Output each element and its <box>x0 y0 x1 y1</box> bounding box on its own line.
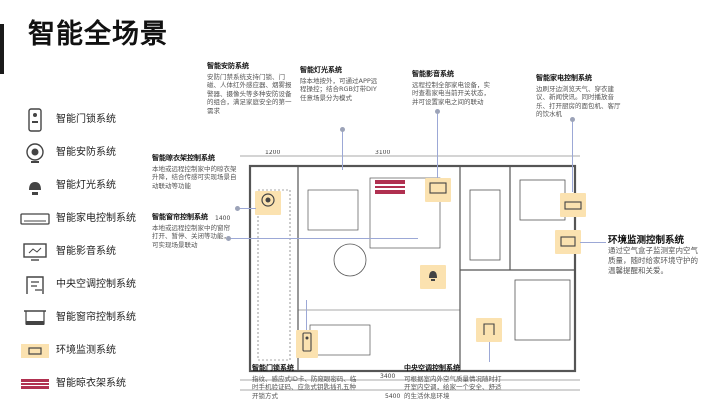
air-conditioner-icon <box>564 196 582 215</box>
clothes-rack-system-desc: 智能晾衣架控制系统 本地或远程控制家中的晾衣架升降，结合传感可实现场景自动联动等… <box>152 154 238 190</box>
clothes-rack-system-text: 本地或远程控制家中的晾衣架升降，结合传感可实现场景自动联动等功能 <box>152 164 237 190</box>
av-system-text: 远程控制全部家电设备，实时查看家电当前开关状态，并可设置家电之间的联动 <box>412 80 490 106</box>
legend-label: 智能灯光系统 <box>56 180 116 191</box>
marker-central-ac <box>476 318 502 342</box>
connector-dot <box>235 206 240 211</box>
environment-system-text: 通过空气盒子监测室内空气质量，随时给家环境守护的温馨提醒和关爱。 <box>608 246 698 275</box>
connector-line <box>306 300 307 330</box>
legend-label: 智能家电控制系统 <box>56 213 136 224</box>
connector-line <box>489 342 490 362</box>
central-ac-system-desc: 中央空调控制系统 可根据室内外空气质量情况随时打开室内空调，给家一个安全、舒适的… <box>404 364 504 400</box>
door-lock-system-title: 智能门锁系统 <box>252 364 294 372</box>
title-accent-bar <box>0 24 4 74</box>
floor-plan: 1200 3100 1400 3400 5400 <box>215 150 580 400</box>
connector-dot <box>570 117 575 122</box>
legend-label: 智能门锁系统 <box>56 114 116 125</box>
connector-line <box>580 242 606 243</box>
legend-label: 智能安防系统 <box>56 147 116 158</box>
legend-label: 环境监测系统 <box>56 345 116 356</box>
marker-appliance <box>560 193 586 217</box>
legend-item-appliance: 智能家电控制系统 <box>18 202 158 235</box>
legend-item-lighting: 智能灯光系统 <box>18 169 158 202</box>
connector-line <box>437 112 438 178</box>
marker-tv <box>425 178 451 202</box>
lighting-system-text: 除本地按外，可通过APP远程操控；结合RGB灯带DIY任意场景分为模式 <box>300 76 378 102</box>
page-title: 智能全场景 <box>28 19 168 50</box>
tv-icon <box>18 238 52 266</box>
av-system-title: 智能影音系统 <box>412 70 454 78</box>
legend-label: 智能影音系统 <box>56 246 116 257</box>
door-lock-system-desc: 智能门锁系统 指纹、感应式ID卡、防窥眼密码、临时手机验证码、应急式钥匙插孔五种… <box>252 364 362 400</box>
light-bulb-icon <box>426 266 440 288</box>
legend-item-central-ac: 中央空调控制系统 <box>18 268 158 301</box>
clothes-rack-system-title: 智能晾衣架控制系统 <box>152 154 215 162</box>
tv-icon <box>560 233 576 252</box>
central-ac-icon <box>18 271 52 299</box>
appliance-system-text: 边刷牙边浏览天气、穿衣建议、新闻快讯。同时播放音乐、打开厨房的面包机、客厅的饮水… <box>536 84 621 119</box>
connector-dot <box>435 109 440 114</box>
security-system-text: 安防门禁系统支持门锁、门磁、人体红外感应器、烟雾报警器、摄像头等多种安防设备的组… <box>207 72 292 115</box>
appliance-system-desc: 智能家电控制系统 边刷牙边浏览天气、穿衣建议、新闻快讯。同时播放音乐、打开厨房的… <box>536 74 622 119</box>
dim-top-mid: 3100 <box>375 150 390 156</box>
legend-label: 智能窗帘控制系统 <box>56 312 136 323</box>
clothes-rack-marker <box>375 180 405 184</box>
central-ac-system-title: 中央空调控制系统 <box>404 364 460 372</box>
curtain-system-text: 本地或远程控制家中的窗帘打开、暂停、关闭等功能，可实现场景联动 <box>152 223 230 249</box>
marker-camera <box>255 191 281 215</box>
security-system-desc: 智能安防系统 安防门禁系统支持门锁、门磁、人体红外感应器、烟雾报警器、摄像头等多… <box>207 62 295 116</box>
legend-item-curtain: 智能窗帘控制系统 <box>18 301 158 334</box>
system-legend: 智能门锁系统 智能安防系统 智能灯光系统 智能家电控制系统 智能影音系统 中央空… <box>18 103 158 400</box>
marker-environment <box>555 230 581 254</box>
legend-item-door-lock: 智能门锁系统 <box>18 103 158 136</box>
connector-dot <box>226 236 231 241</box>
dim-top-left: 1200 <box>265 150 280 156</box>
central-ac-system-text: 可根据室内外空气质量情况随时打开室内空调，给家一个安全、舒适的生活休息环境 <box>404 374 502 400</box>
lighting-system-title: 智能灯光系统 <box>300 66 342 74</box>
connector-line <box>572 120 573 192</box>
legend-item-environment: 环境监测系统 <box>18 334 158 367</box>
central-ac-icon <box>482 321 496 340</box>
legend-item-security: 智能安防系统 <box>18 136 158 169</box>
security-camera-icon <box>260 192 276 214</box>
curtain-system-title: 智能窗帘控制系统 <box>152 213 208 221</box>
legend-item-clothes-rack: 智能晾衣架系统 <box>18 367 158 400</box>
connector-line <box>238 208 256 209</box>
marker-door-lock <box>296 330 318 358</box>
curtain-icon <box>18 304 52 332</box>
lighting-system-desc: 智能灯光系统 除本地按外，可通过APP远程操控；结合RGB灯带DIY任意场景分为… <box>300 66 382 102</box>
air-conditioner-icon <box>18 205 52 233</box>
environment-monitor-icon <box>18 337 52 365</box>
door-lock-icon <box>18 106 52 134</box>
connector-line <box>342 130 343 170</box>
security-system-title: 智能安防系统 <box>207 62 249 70</box>
connector-dot <box>340 127 345 132</box>
door-lock-icon <box>302 332 312 356</box>
dim-left: 1400 <box>215 215 230 222</box>
connector-line <box>228 238 418 239</box>
security-camera-icon <box>18 139 52 167</box>
marker-light <box>420 265 446 289</box>
environment-system-title: 环境监测控制系统 <box>608 235 685 246</box>
dim-bottom-mid: 3400 <box>380 373 395 380</box>
av-system-desc: 智能影音系统 远程控制全部家电设备，实时查看家电当前开关状态，并可设置家电之间的… <box>412 70 496 106</box>
door-lock-system-text: 指纹、感应式ID卡、防窥眼密码、临时手机验证码、应急式钥匙插孔五种开锁方式 <box>252 374 357 400</box>
legend-label: 智能晾衣架系统 <box>56 378 126 389</box>
light-bulb-icon <box>18 172 52 200</box>
legend-label: 中央空调控制系统 <box>56 279 136 290</box>
curtain-system-desc: 智能窗帘控制系统 本地或远程控制家中的窗帘打开、暂停、关闭等功能，可实现场景联动 <box>152 213 232 249</box>
dim-bottom-total: 5400 <box>385 393 400 400</box>
legend-item-av: 智能影音系统 <box>18 235 158 268</box>
appliance-system-title: 智能家电控制系统 <box>536 74 592 82</box>
tv-icon <box>429 181 447 200</box>
clothes-rack-icon <box>18 370 52 398</box>
